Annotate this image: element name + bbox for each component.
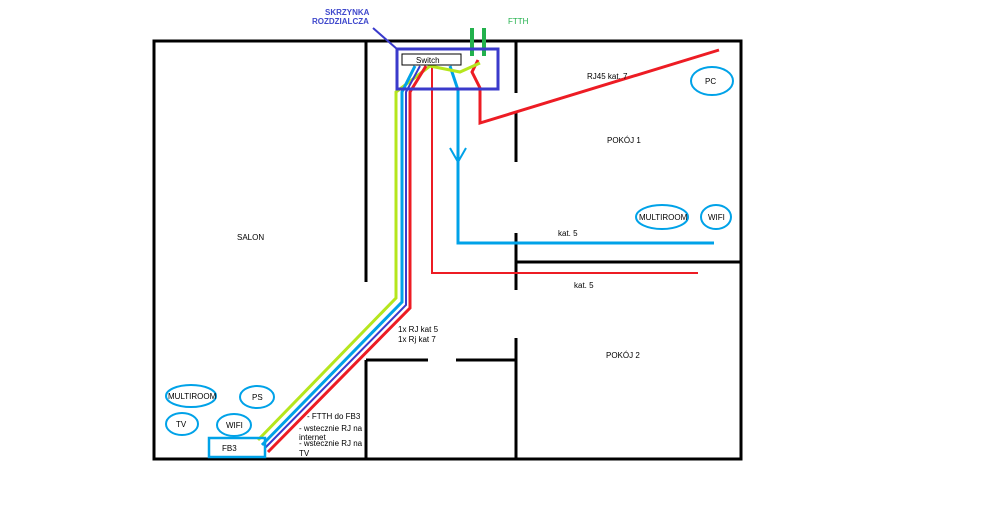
fb3-label: FB3 bbox=[222, 444, 237, 453]
cable-red-pokoj2 bbox=[431, 66, 698, 274]
cable-blue-dark-fb3 bbox=[264, 65, 421, 449]
rj45-kat7-label: RJ45 kat. 7 bbox=[587, 72, 628, 81]
tv-label: TV bbox=[176, 420, 187, 429]
note-internet-2: internet bbox=[299, 433, 326, 442]
cable-blue-arrow bbox=[449, 147, 467, 165]
ps-label: PS bbox=[252, 393, 263, 402]
kat5-red-label: kat. 5 bbox=[574, 281, 594, 290]
pokoj2-label: POKÓJ 2 bbox=[606, 351, 640, 360]
skrzynka-pointer bbox=[372, 27, 398, 50]
salon-label: SALON bbox=[237, 233, 264, 242]
cable-cyan-fb3 bbox=[260, 65, 417, 447]
rj-kat7-label: 1x Rj kat 7 bbox=[398, 335, 436, 344]
ps-ellipse bbox=[239, 385, 275, 409]
skrzynka-rozdzielcza-box bbox=[395, 47, 500, 91]
wifi-salon-label: WIFI bbox=[226, 421, 243, 430]
skrzynka-label-1: SKRZYNKA bbox=[325, 8, 370, 17]
switch-label: Switch bbox=[416, 56, 440, 65]
kat5-blue-label: kat. 5 bbox=[558, 229, 578, 238]
fb3-box bbox=[207, 436, 267, 459]
skrzynka-label-2: ROZDZIALCZA bbox=[312, 17, 369, 26]
note-tv-2: TV bbox=[299, 449, 310, 458]
multiroom-p1-ellipse bbox=[635, 204, 689, 230]
rj-kat5-label: 1x RJ kat 5 bbox=[398, 325, 439, 334]
pc-ellipse bbox=[690, 66, 734, 96]
cable-blue-pokoj1 bbox=[448, 65, 714, 245]
pc-label: PC bbox=[705, 77, 716, 86]
multiroom-salon-ellipse bbox=[165, 384, 217, 408]
tv-ellipse bbox=[165, 412, 199, 436]
cable-red-pc bbox=[470, 48, 720, 126]
wifi-p1-label: WIFI bbox=[708, 213, 725, 222]
note-tv-1: - wstecznie RJ na bbox=[299, 439, 363, 448]
note-ftth-fb3: - FTTH do FB3 bbox=[307, 412, 361, 421]
wifi-salon-ellipse bbox=[216, 413, 252, 437]
switch-box bbox=[401, 53, 462, 66]
cable-red-fb3 bbox=[266, 65, 428, 454]
note-internet-1: - wstecznie RJ na bbox=[299, 424, 363, 433]
outer-wall bbox=[152, 39, 743, 461]
multiroom-salon-label: MULTIROOM bbox=[168, 392, 217, 401]
wifi-p1-ellipse bbox=[700, 204, 732, 230]
multiroom-p1-label: MULTIROOM bbox=[639, 213, 688, 222]
cable-yellow-green-fb3 bbox=[256, 61, 481, 442]
ftth-label: FTTH bbox=[508, 17, 529, 26]
pokoj1-label: POKÓJ 1 bbox=[607, 136, 641, 145]
